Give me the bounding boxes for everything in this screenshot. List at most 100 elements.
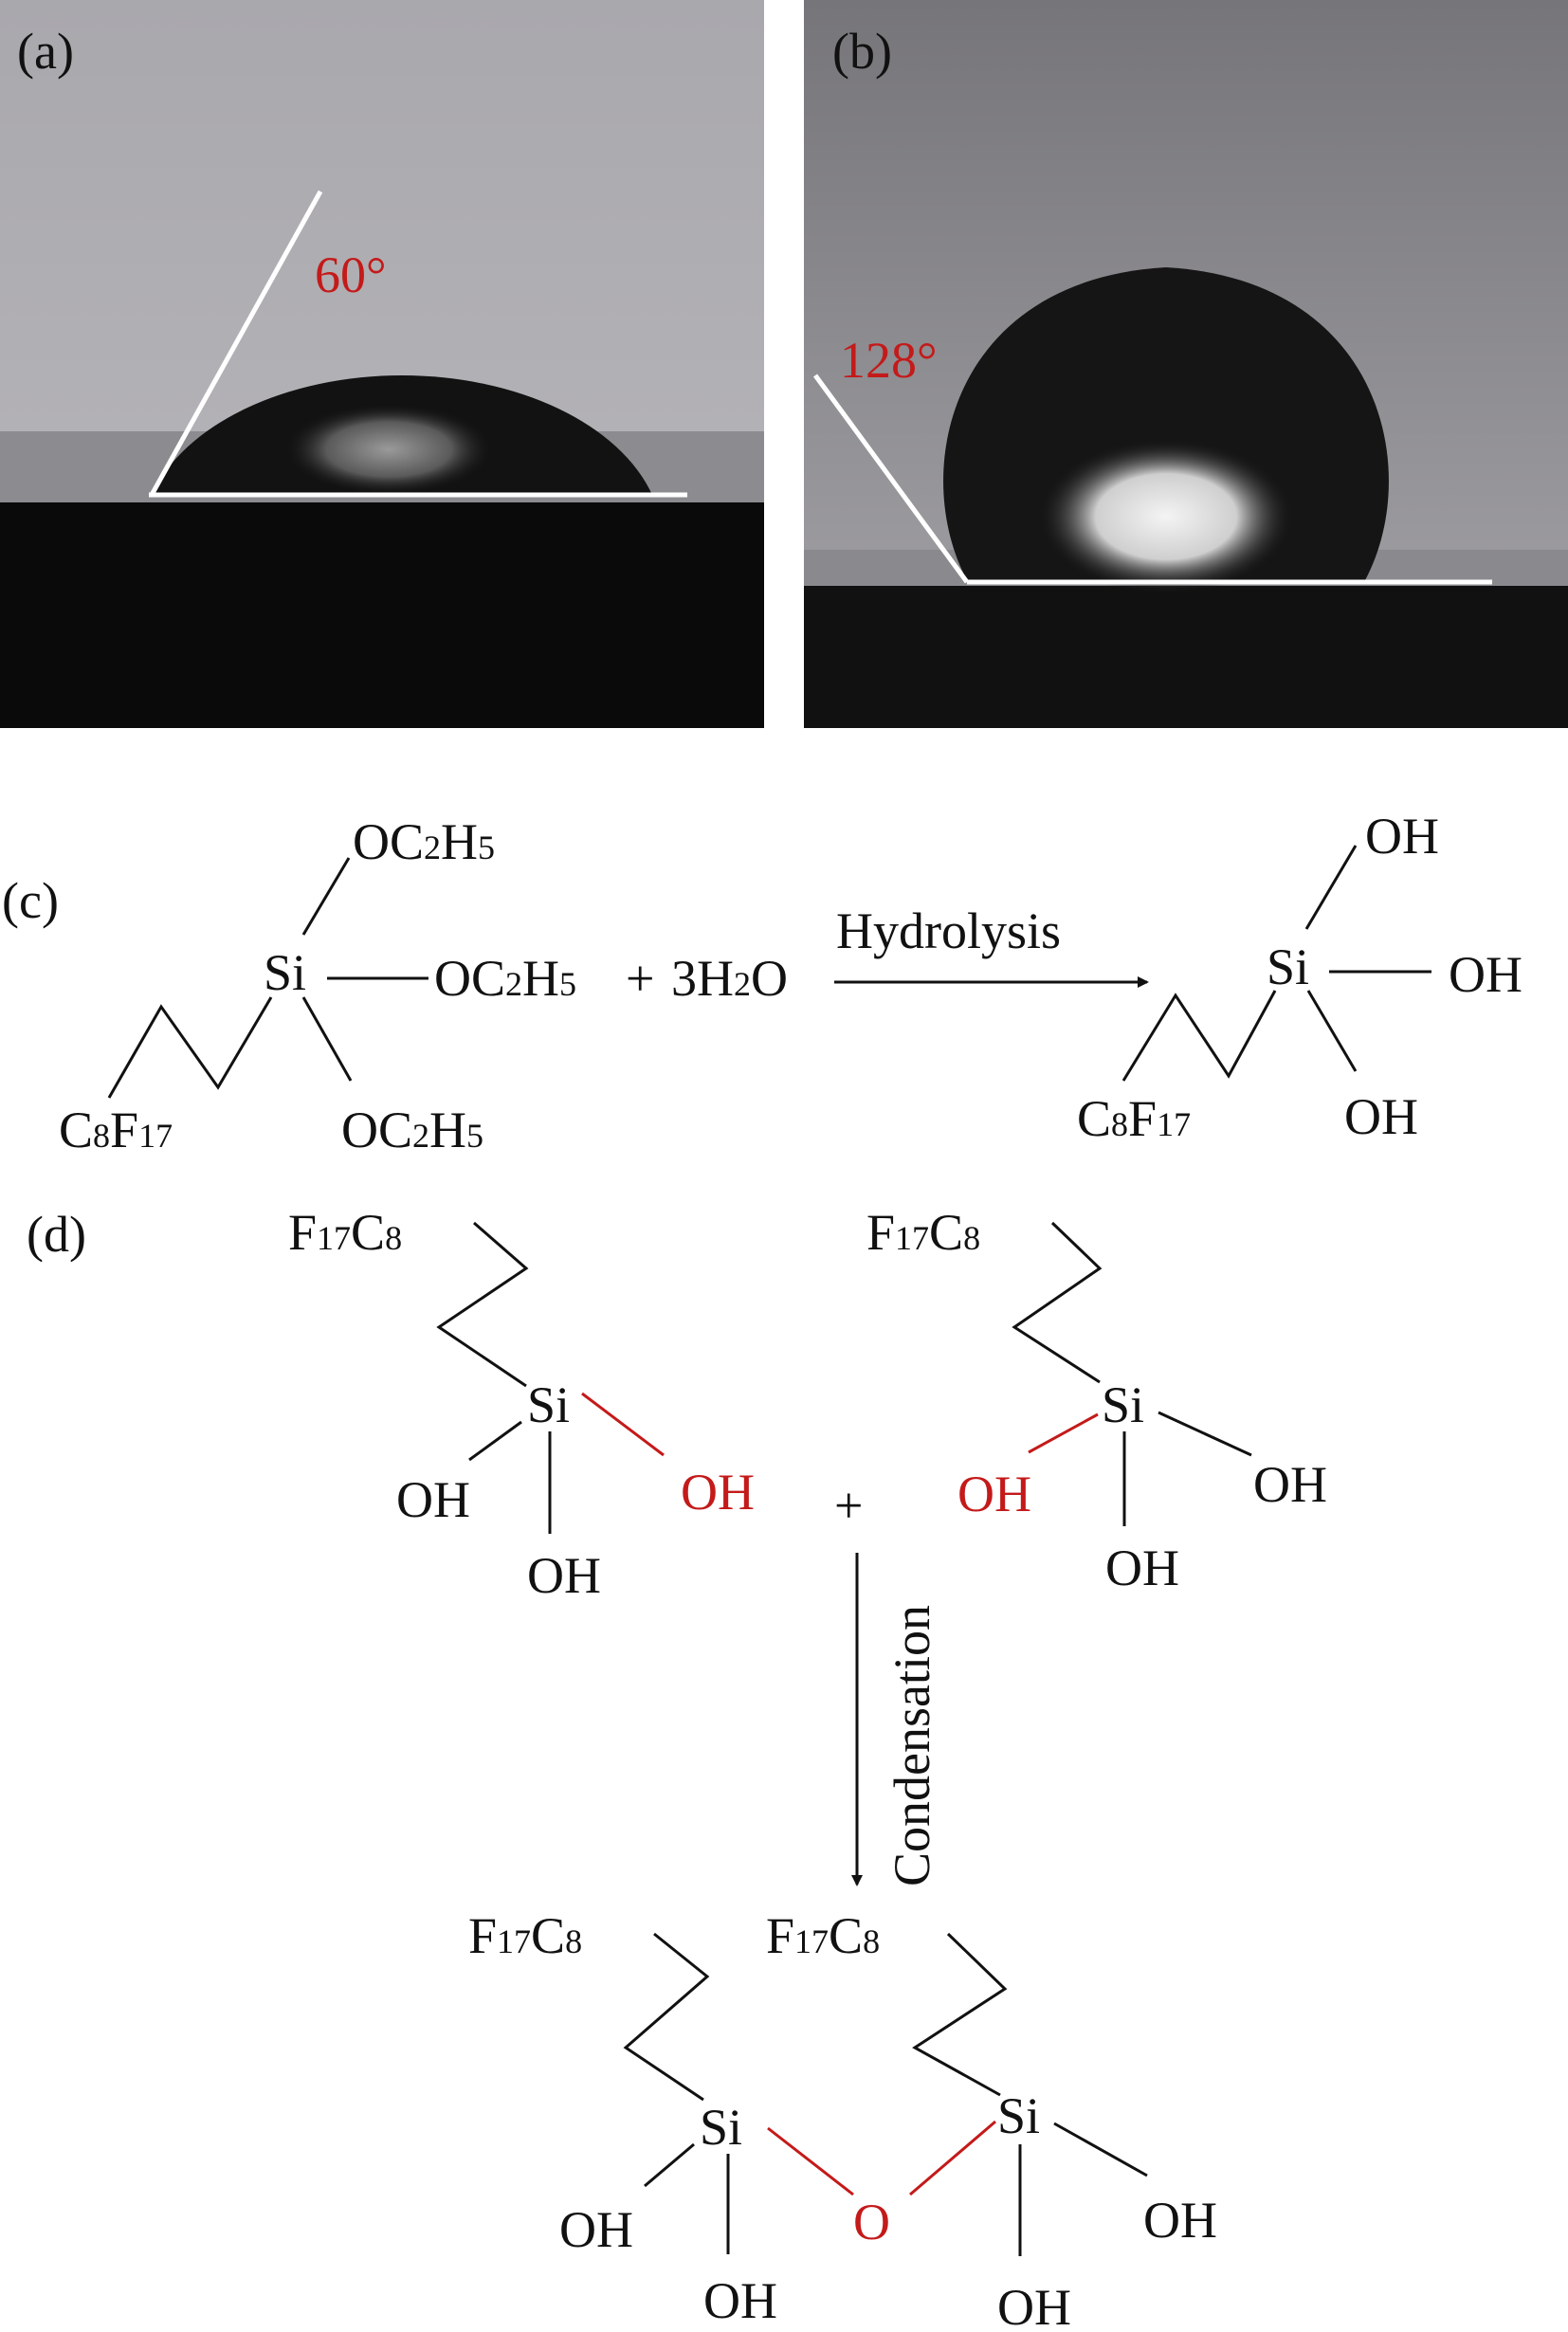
h-text: H: [522, 950, 559, 1007]
hydrolysis-arrow-label: Hydrolysis: [836, 902, 1061, 959]
panel-b-substrate: [804, 586, 1568, 728]
left-f17c8: F17C8: [288, 1204, 402, 1261]
right-oh-bottom: OH: [1105, 1539, 1179, 1596]
product-left-oh-bottom: OH: [703, 2272, 777, 2329]
panel-a-photo: (a) 60°: [0, 0, 764, 728]
subscript-8: 8: [385, 1219, 402, 1257]
product-oh-bottom: OH: [1344, 1088, 1418, 1145]
subscript-5: 5: [478, 829, 495, 866]
panel-a-substrate: [0, 502, 764, 728]
panel-b-angle: 128°: [840, 332, 938, 389]
product-alkyl-chain: [1121, 990, 1277, 1082]
panel-c-label: (c): [2, 872, 59, 929]
reactant-oc2h5-right: OC2H5: [434, 950, 576, 1007]
product-right-si-atom: Si: [997, 2087, 1040, 2144]
bridge-bond-right: [909, 2120, 996, 2196]
bridge-oxygen: O: [853, 2194, 890, 2250]
product-oh-right: OH: [1449, 946, 1522, 1003]
reactant-c8f17: C8F17: [59, 1102, 173, 1158]
left-alkyl-chain: [436, 1221, 529, 1388]
f-text: F: [766, 1907, 794, 1964]
product-right-oh-right: OH: [1143, 2192, 1217, 2249]
product-bond-oh-top: [1304, 845, 1358, 930]
product-left-bond-oh-left: [644, 2142, 695, 2188]
subscript-2: 2: [734, 965, 751, 1003]
product-right-bond-oh-right: [1053, 2122, 1148, 2177]
product-si-atom: Si: [1267, 938, 1309, 995]
water-reagent: 3H2O: [671, 950, 788, 1007]
subscript-2: 2: [505, 965, 522, 1003]
oc-text: OC: [341, 1102, 412, 1158]
panel-b-droplet-highlight: [1038, 439, 1294, 594]
left-si-atom: Si: [527, 1376, 570, 1433]
subscript-17: 17: [794, 1922, 829, 1960]
c-text: C: [1077, 1090, 1111, 1147]
reactant-oc2h5-bottom: OC2H5: [341, 1102, 483, 1158]
left-oh-reactive: OH: [681, 1464, 755, 1521]
oc-text: OC: [353, 813, 424, 870]
condensation-arrow-label: Condensation: [884, 1605, 940, 1886]
siloxane-product: F17C8 F17C8 Si Si O OH OH OH OH: [468, 1907, 1217, 2332]
product-right-oh-bottom: OH: [997, 2279, 1071, 2332]
bridge-bond-left: [767, 2126, 854, 2196]
right-bond-oh-right: [1158, 1411, 1252, 1457]
f-text: F: [1128, 1090, 1157, 1147]
product-c8f17: C8F17: [1077, 1090, 1191, 1147]
subscript-8: 8: [963, 1219, 980, 1257]
panel-b-tangent-line: [812, 373, 970, 584]
h-text: H: [441, 813, 478, 870]
subscript-5: 5: [559, 965, 576, 1003]
panel-a-label: (a): [17, 23, 74, 80]
left-bond-oh-left: [468, 1420, 522, 1462]
product-left-si-atom: Si: [700, 2099, 742, 2156]
panel-c-hydrolysis: (c) Si OC2H5 OC2H5 OC2H5 C8F17 + 3H2O Hy…: [2, 808, 1522, 1158]
product-left-alkyl-chain: [623, 1932, 710, 2102]
subscript-8: 8: [565, 1922, 582, 1960]
subscript-17: 17: [138, 1117, 173, 1155]
c-text: C: [531, 1907, 565, 1964]
reactant-si-atom: Si: [264, 944, 306, 1001]
right-oh-right: OH: [1253, 1456, 1327, 1513]
c-text: C: [59, 1102, 93, 1158]
product-right-f17c8: F17C8: [766, 1907, 880, 1964]
c-text: C: [929, 1204, 963, 1261]
product-right-alkyl-chain: [912, 1932, 1008, 2097]
product-left-f17c8: F17C8: [468, 1907, 582, 1964]
right-oh-reactive: OH: [957, 1466, 1031, 1522]
subscript-8: 8: [863, 1922, 880, 1960]
product-oh-top: OH: [1365, 808, 1439, 865]
right-f17c8: F17C8: [866, 1204, 980, 1261]
panel-b-label: (b): [832, 23, 892, 80]
right-bond-oh-reactive: [1028, 1412, 1099, 1454]
f-text: F: [288, 1204, 317, 1261]
product-silanol: Si OH OH OH C8F17: [1077, 808, 1522, 1147]
silanol-left: F17C8 Si OH OH OH: [288, 1204, 755, 1604]
h-text: H: [429, 1102, 466, 1158]
water-o: O: [751, 950, 788, 1007]
panel-a-tangent-line: [149, 190, 323, 497]
water-3h: 3H: [671, 950, 734, 1007]
product-bond-oh-bottom: [1306, 990, 1358, 1072]
reactant-bond-oc2h5-top: [301, 857, 351, 936]
f-text: F: [468, 1907, 497, 1964]
subscript-5: 5: [466, 1117, 483, 1155]
subscript-17: 17: [1157, 1105, 1191, 1143]
subscript-8: 8: [93, 1117, 110, 1155]
panel-d-condensation: (d) F17C8 Si OH OH OH + F17C8 Si OH OH O…: [27, 1204, 1327, 2332]
c-text: C: [351, 1204, 385, 1261]
subscript-2: 2: [424, 829, 441, 866]
f-text: F: [110, 1102, 138, 1158]
subscript-17: 17: [317, 1219, 351, 1257]
panel-a-droplet-highlight: [284, 404, 493, 495]
panel-d-label: (d): [27, 1206, 86, 1263]
reactant-bond-oc2h5-bottom: [301, 996, 353, 1082]
f-text: F: [866, 1204, 895, 1261]
subscript-17: 17: [895, 1219, 929, 1257]
product-left-oh-left: OH: [559, 2201, 633, 2258]
subscript-17: 17: [497, 1922, 531, 1960]
left-oh-bottom: OH: [527, 1547, 601, 1604]
subscript-2: 2: [412, 1117, 429, 1155]
plus-sign-d: +: [834, 1477, 863, 1534]
right-alkyl-chain: [1012, 1221, 1103, 1384]
